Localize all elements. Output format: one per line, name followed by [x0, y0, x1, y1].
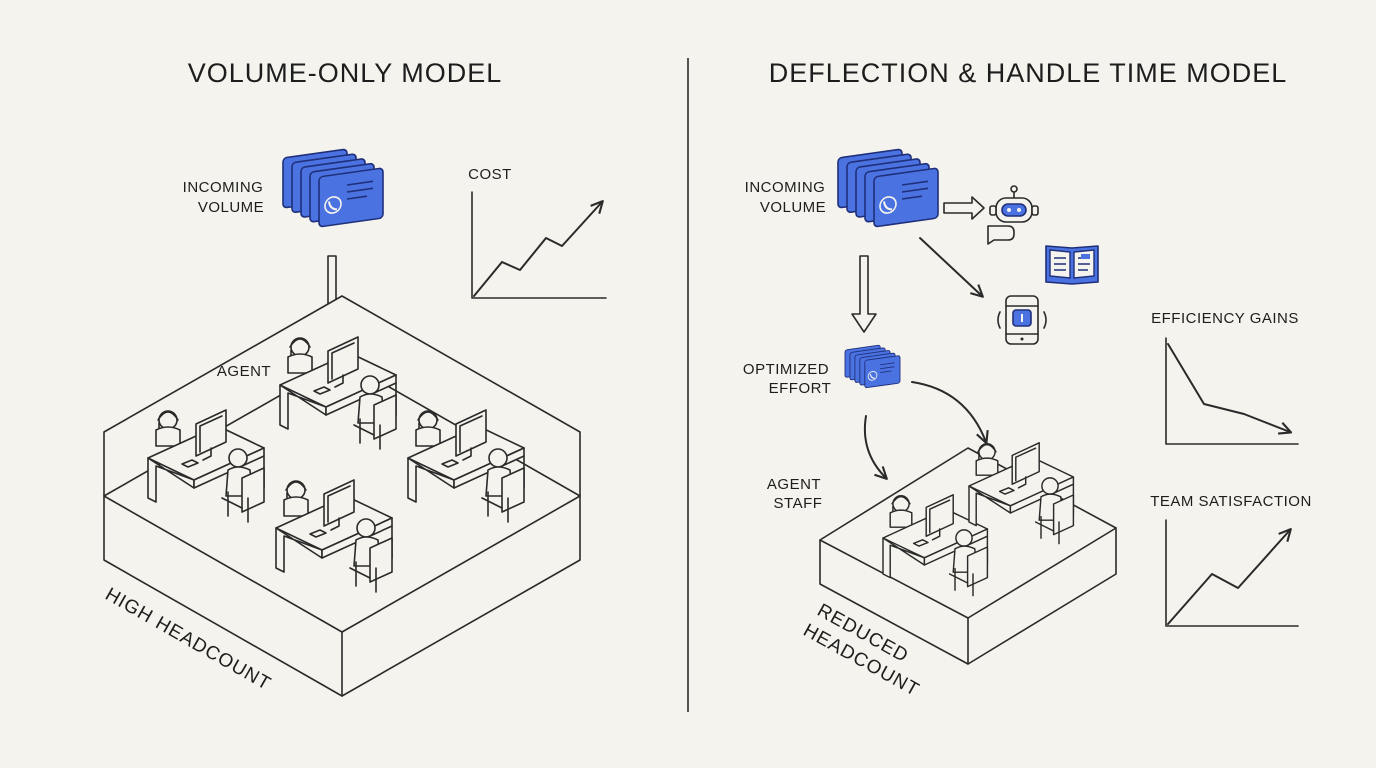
satisfaction-chart [1165, 519, 1299, 627]
phone-card-icon [283, 149, 383, 227]
agent-staff-label-2: STAFF [774, 495, 823, 512]
optimized-label-1: OPTIMIZED [743, 361, 829, 378]
optimized-label-2: EFFORT [769, 380, 832, 397]
volume-arrow-right [851, 255, 877, 333]
efficiency-label: EFFICIENCY GAINS [1151, 310, 1299, 327]
knowledge-base-icon [1045, 245, 1099, 285]
agent-label: AGENT [217, 363, 271, 380]
right-incoming-label-2: VOLUME [760, 199, 826, 216]
satisfaction-label: TEAM SATISFACTION [1150, 493, 1312, 510]
deflect-arrow-bot [943, 196, 985, 220]
chatbot-icon [987, 185, 1039, 245]
phone-card-icon [838, 149, 938, 227]
left-incoming-label-2: VOLUME [198, 199, 264, 216]
agent-staff-label-1: AGENT [767, 476, 821, 493]
curved-arrow-right [911, 381, 989, 445]
left-incoming-label-1: INCOMING [183, 179, 264, 196]
cost-label: COST [468, 166, 512, 183]
right-title: DEFLECTION & HANDLE TIME MODEL [769, 58, 1288, 88]
right-incoming-label-1: INCOMING [745, 179, 826, 196]
cost-chart [471, 191, 607, 299]
optimized-effort-icon [845, 345, 900, 388]
left-title: VOLUME-ONLY MODEL [188, 58, 503, 88]
high-headcount-label: HIGH HEADCOUNT [102, 584, 275, 695]
mobile-self-service-icon [997, 295, 1047, 345]
curved-arrow-down [863, 415, 888, 480]
deflect-arrow-mobile [919, 237, 984, 298]
efficiency-chart [1165, 337, 1299, 445]
